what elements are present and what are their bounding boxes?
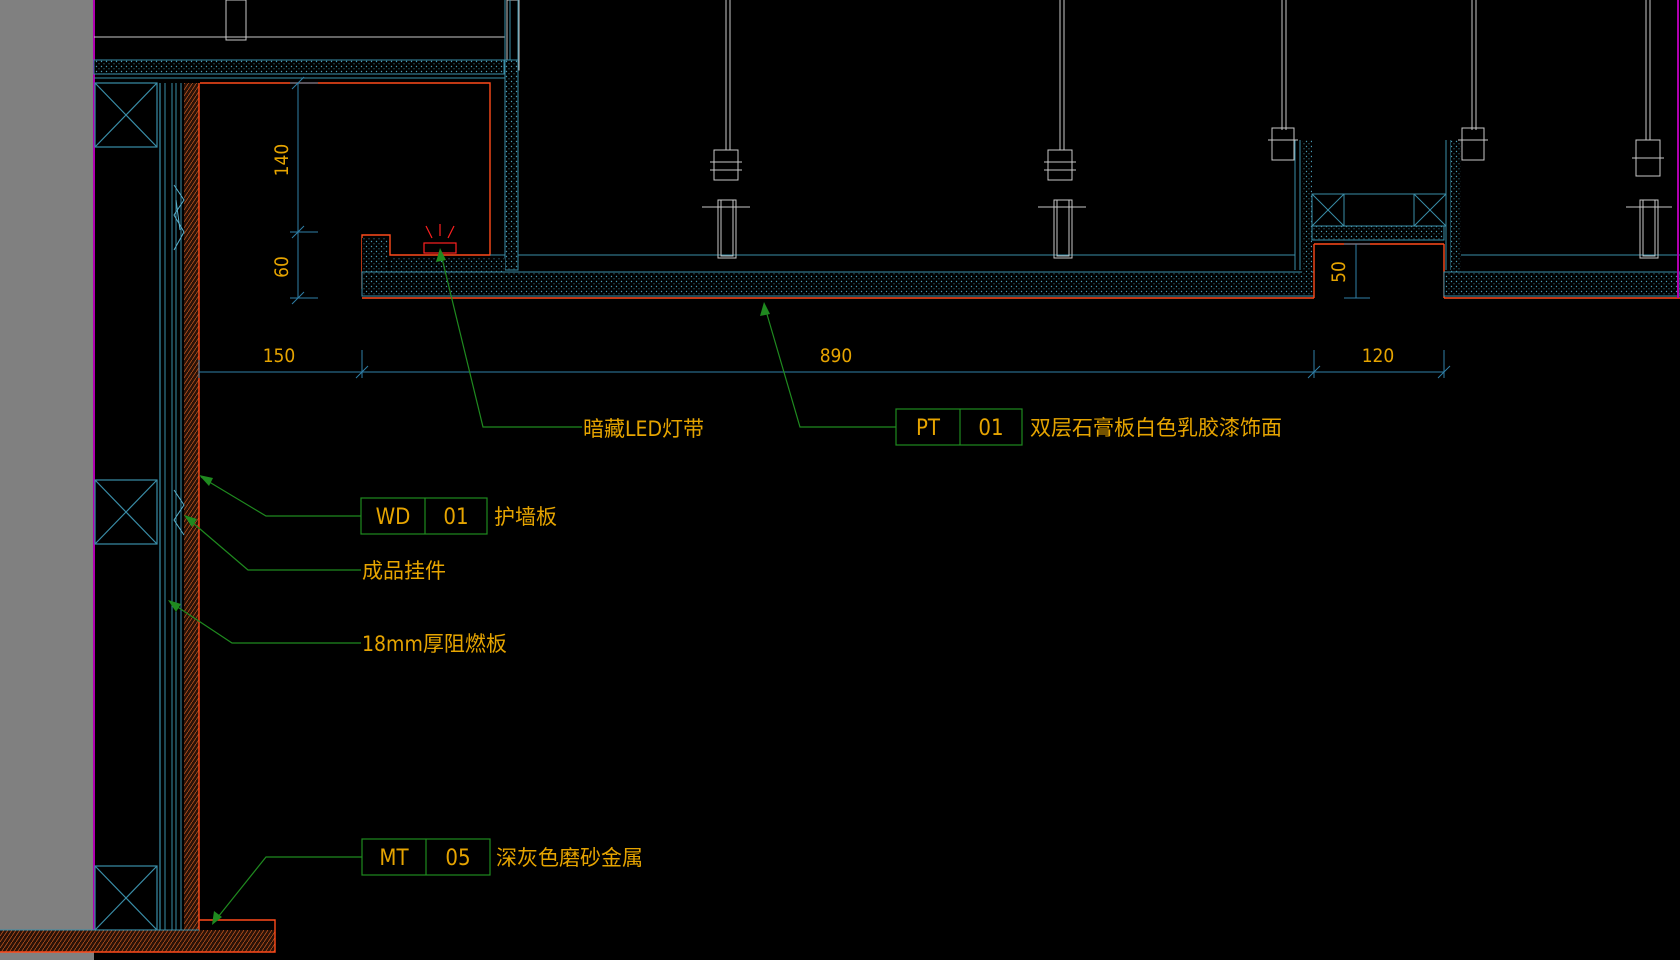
dim-120: 120 xyxy=(1362,345,1395,367)
pt-number: 01 xyxy=(978,416,1003,441)
dim-890: 890 xyxy=(820,345,853,367)
wd-description: 护墙板 xyxy=(494,505,557,529)
wd-number: 01 xyxy=(443,505,468,530)
led-strip-label: 暗藏LED灯带 xyxy=(583,417,704,441)
pt-description: 双层石膏板白色乳胶漆饰面 xyxy=(1030,416,1282,440)
mt-tag: MT 05 xyxy=(361,838,491,876)
mt-description: 深灰色磨砂金属 xyxy=(496,846,643,870)
hanger-label: 成品挂件 xyxy=(362,559,446,583)
wd-code: WD xyxy=(376,505,411,530)
wall-panel-system xyxy=(159,83,200,930)
recess-step xyxy=(1294,140,1461,298)
main-ceiling-board xyxy=(361,244,1315,299)
mt-number: 05 xyxy=(445,846,470,871)
hanger-1 xyxy=(702,0,750,259)
leader-arrowheads xyxy=(168,248,770,925)
hanger-3 xyxy=(1268,0,1298,161)
pt-code: PT xyxy=(916,416,941,441)
dim-50: 50 xyxy=(1328,261,1350,283)
dimension-lines xyxy=(198,76,1451,379)
upper-ceiling-slab xyxy=(93,0,520,79)
hanger-4 xyxy=(1458,0,1488,161)
cove-partition xyxy=(504,0,519,271)
pt-tag: PT 01 xyxy=(895,408,1023,446)
wall-framing-boxes xyxy=(94,82,158,931)
leader-lines xyxy=(169,249,896,923)
right-ceiling-board xyxy=(1443,0,1680,299)
floor-strip xyxy=(0,919,276,953)
mt-code: MT xyxy=(379,846,409,871)
hanger-rods xyxy=(702,0,1672,259)
wd-tag: WD 01 xyxy=(360,497,488,535)
led-cove xyxy=(200,82,1312,289)
existing-wall xyxy=(0,0,94,960)
dim-60: 60 xyxy=(271,256,293,278)
hanger-5 xyxy=(1626,0,1672,259)
dim-150: 150 xyxy=(263,345,296,367)
hanger-2 xyxy=(1038,0,1086,259)
board-label: 18mm厚阻燃板 xyxy=(362,632,507,656)
dim-140: 140 xyxy=(271,144,293,177)
